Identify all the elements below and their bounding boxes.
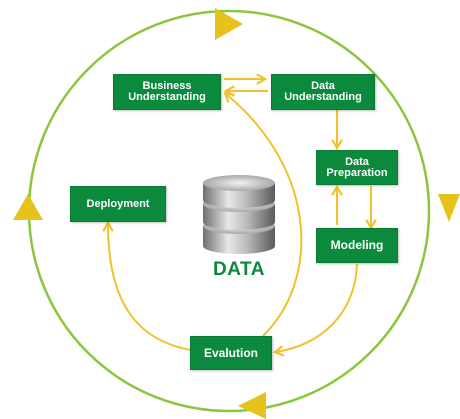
database-icon [203, 175, 275, 254]
node-business-understanding-line2: Understanding [128, 91, 206, 103]
arrow-evaluation-to-business [223, 91, 303, 337]
node-data-preparation-line1: Data [345, 155, 369, 168]
node-evaluation-label: Evalution [203, 345, 258, 360]
node-deployment[interactable]: Deployment [70, 186, 166, 222]
center-data-label: DATA [213, 259, 265, 280]
cycle-arrowhead-left [13, 194, 43, 220]
cycle-arrowhead-top [215, 8, 243, 40]
node-business-understanding[interactable]: Business Understanding [113, 74, 221, 110]
node-evaluation[interactable]: Evalution [190, 336, 272, 370]
cycle-arrowhead-bottom [238, 392, 266, 419]
arrow-modeling-to-evaluation [272, 263, 358, 357]
node-modeling-label: Modeling [330, 238, 384, 252]
node-data-preparation-line2: Preparation [326, 166, 388, 179]
node-data-understanding-line2: Understanding [284, 91, 362, 103]
node-deployment-label: Deployment [86, 197, 150, 210]
arrow-evaluation-to-deployment [102, 220, 192, 351]
node-data-understanding[interactable]: Data Understanding [271, 74, 375, 110]
node-modeling[interactable]: Modeling [316, 228, 398, 263]
node-business-understanding-line1: Business [142, 80, 192, 92]
cycle-arrowhead-right [438, 194, 460, 222]
node-data-preparation[interactable]: Data Preparation [316, 150, 398, 185]
node-data-understanding-line1: Data [311, 80, 335, 92]
